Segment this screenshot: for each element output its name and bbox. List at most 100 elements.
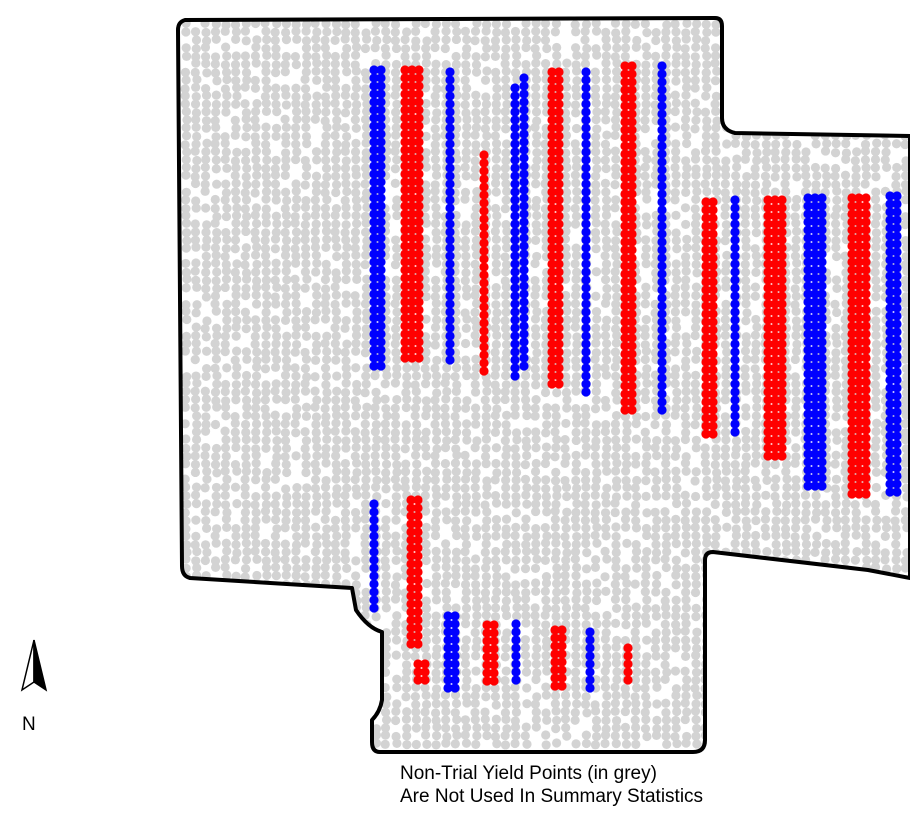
- grey-yield-point: [471, 619, 481, 629]
- grey-yield-point: [291, 59, 301, 70]
- grey-yield-point: [221, 67, 232, 78]
- grey-yield-point: [652, 724, 662, 734]
- grey-yield-point: [361, 475, 371, 485]
- grey-yield-point: [582, 586, 592, 596]
- grey-yield-point: [241, 291, 251, 301]
- grey-yield-point: [721, 228, 731, 238]
- grey-yield-point: [571, 362, 581, 372]
- grey-yield-point: [761, 139, 771, 149]
- grey-yield-point: [731, 524, 741, 534]
- grey-yield-point: [481, 26, 491, 36]
- grey-yield-point: [472, 602, 482, 613]
- grey-yield-point: [421, 443, 431, 453]
- grey-yield-point: [220, 490, 230, 500]
- grey-yield-point: [800, 91, 810, 101]
- grey-yield-point: [331, 107, 342, 117]
- grey-yield-point: [261, 139, 271, 150]
- grey-yield-point: [431, 691, 441, 701]
- grey-yield-point: [241, 36, 251, 46]
- grey-yield-point: [721, 619, 731, 630]
- grey-yield-point: [451, 386, 461, 396]
- grey-yield-point: [201, 251, 211, 261]
- grey-yield-point: [280, 250, 291, 260]
- grey-yield-point: [681, 395, 691, 405]
- grey-yield-point: [230, 355, 240, 365]
- grey-yield-point: [772, 123, 782, 133]
- grey-yield-point: [590, 354, 600, 364]
- grey-yield-point: [632, 491, 642, 502]
- grey-yield-point: [460, 730, 470, 740]
- grey-yield-point: [321, 147, 331, 157]
- grey-yield-point: [572, 498, 582, 509]
- grey-yield-point: [470, 483, 480, 493]
- grey-yield-point: [490, 723, 501, 733]
- grey-yield-point: [311, 427, 321, 438]
- grey-yield-point: [470, 330, 480, 340]
- grey-yield-point: [351, 83, 362, 93]
- grey-yield-point: [721, 563, 731, 573]
- grey-yield-point: [391, 275, 401, 285]
- grey-yield-point: [811, 26, 821, 36]
- grey-yield-point: [191, 434, 202, 445]
- grey-yield-point: [380, 546, 391, 557]
- grey-yield-point: [671, 147, 681, 157]
- grey-yield-point: [331, 459, 341, 470]
- grey-yield-point: [741, 106, 751, 116]
- grey-yield-point: [211, 443, 222, 454]
- grey-yield-point: [291, 555, 301, 565]
- grey-yield-point: [201, 242, 211, 252]
- grey-yield-point: [631, 459, 641, 469]
- grey-yield-point: [391, 492, 401, 502]
- grey-yield-point: [222, 698, 232, 708]
- grey-yield-point: [231, 178, 241, 188]
- grey-yield-point: [780, 154, 790, 164]
- grey-yield-point: [271, 379, 281, 389]
- grey-yield-point: [320, 188, 330, 198]
- grey-yield-point: [540, 27, 550, 37]
- grey-yield-point: [341, 266, 351, 276]
- grey-yield-point: [501, 451, 511, 461]
- grey-yield-point: [320, 139, 330, 149]
- grey-yield-point: [220, 682, 230, 692]
- grey-yield-point: [501, 148, 511, 158]
- grey-yield-point: [271, 676, 281, 686]
- grey-yield-point: [311, 346, 321, 356]
- grey-yield-point: [350, 715, 361, 726]
- grey-yield-point: [312, 155, 322, 165]
- grey-yield-point: [571, 356, 581, 366]
- grey-yield-point: [431, 508, 442, 518]
- grey-yield-point: [670, 347, 680, 357]
- grey-yield-point: [612, 395, 622, 405]
- grey-yield-point: [321, 371, 331, 381]
- grey-yield-point: [652, 682, 662, 692]
- grey-yield-point: [391, 443, 401, 453]
- grey-yield-point: [611, 723, 621, 733]
- grey-yield-point: [470, 571, 480, 581]
- grey-yield-point: [362, 402, 372, 412]
- grey-yield-point: [802, 107, 812, 118]
- grey-yield-point: [210, 59, 220, 69]
- grey-yield-point: [691, 731, 701, 741]
- grey-yield-point: [791, 59, 801, 69]
- grey-yield-point: [480, 547, 490, 557]
- grey-yield-point: [251, 395, 261, 406]
- grey-yield-point: [751, 731, 761, 741]
- grey-yield-point: [681, 386, 691, 397]
- grey-yield-point: [611, 220, 621, 230]
- grey-yield-point: [402, 380, 412, 390]
- grey-yield-point: [662, 547, 672, 557]
- grey-yield-point: [610, 18, 621, 28]
- grey-yield-point: [770, 154, 781, 164]
- grey-yield-point: [251, 516, 261, 526]
- grey-yield-point: [600, 178, 611, 188]
- grey-yield-point: [782, 660, 792, 670]
- grey-yield-point: [401, 420, 411, 430]
- grey-yield-point: [410, 651, 420, 662]
- grey-yield-point: [531, 283, 541, 293]
- grey-yield-point: [230, 235, 241, 245]
- grey-yield-point: [431, 498, 441, 508]
- grey-yield-point: [470, 172, 480, 182]
- grey-yield-point: [720, 236, 730, 246]
- grey-yield-point: [720, 412, 730, 422]
- grey-yield-point: [690, 522, 700, 533]
